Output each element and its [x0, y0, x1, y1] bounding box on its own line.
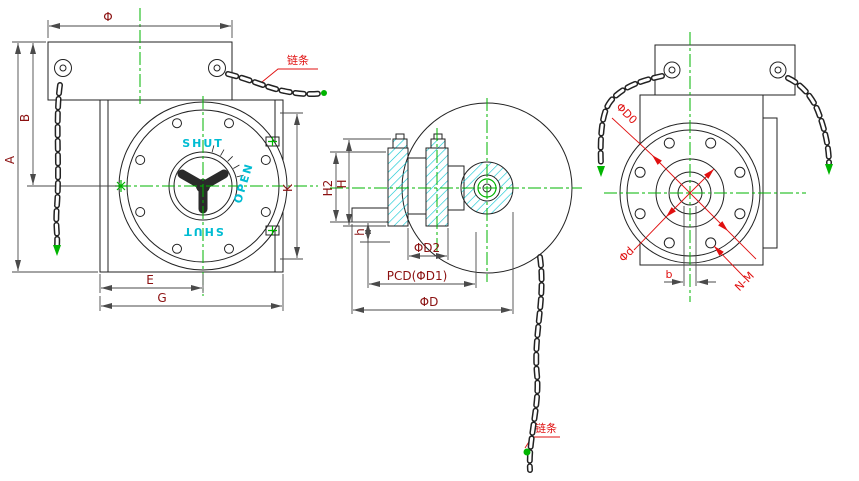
section-cap-left: [392, 138, 408, 149]
dim-e-label: E: [146, 273, 154, 287]
rear-view: ΦD0 Φd b N-M: [604, 32, 806, 302]
front-left-eyelet: [54, 59, 72, 77]
rear-right-eyelet-hole: [774, 66, 782, 74]
section-view: H2 H h ΦD2 PCD(ΦD1) ΦD 链条: [321, 98, 582, 449]
front-view: SHUT OPEN SHUT Φ B A E G K 链条: [3, 8, 318, 311]
dim-b-label: b: [666, 268, 673, 281]
dim-b-label: B: [18, 114, 32, 122]
front-left-eyelet-hole: [59, 64, 67, 72]
section-foot: [351, 207, 389, 223]
chain-section-inner: [528, 255, 544, 472]
section-cap-right: [430, 138, 446, 149]
rear-right-eyelet: [769, 61, 787, 79]
section-chain-label: 链条: [535, 421, 557, 435]
dim-pcd-label: PCD(ΦD1): [387, 269, 448, 283]
dim-h-small-label: h: [353, 228, 367, 236]
front-right-eyelet-hole: [213, 64, 221, 72]
chain-end-mark-front: [53, 245, 61, 256]
rear-left-eyelet: [663, 61, 681, 79]
chain-end-mark-rear-left: [597, 166, 605, 177]
front-right-eyelet: [208, 59, 226, 77]
section-dimensions: H2 H h ΦD2 PCD(ΦD1) ΦD: [321, 138, 514, 314]
dim-d-small-label: Φd: [616, 244, 636, 264]
dim-h2-label: H2: [321, 180, 335, 197]
rear-top-bracket: [654, 44, 796, 96]
dim-g-label: G: [157, 291, 166, 305]
dim-k-label: K: [281, 183, 295, 192]
chain-link-mark-front-right: [321, 90, 327, 96]
dial-shut-top-label: SHUT: [182, 137, 224, 150]
chain-link-mark-section: [523, 448, 531, 456]
dim-h-label: H: [335, 179, 349, 188]
front-chain-leader: [261, 68, 318, 83]
section-bolt-left: [395, 133, 405, 140]
section-bolt-right: [433, 133, 443, 140]
section-cavity: [407, 157, 427, 215]
chain-front-left-inner: [54, 83, 62, 248]
bolt-center-marks: [268, 137, 277, 235]
rear-bolt-holes: [634, 137, 746, 249]
chains: [53, 71, 833, 473]
dim-d2-label: ΦD2: [414, 241, 440, 255]
chain-end-mark-rear-right: [825, 164, 833, 175]
dial-shut-bottom-label: SHUT: [182, 225, 224, 238]
dim-nm-label: N-M: [732, 269, 757, 294]
dim-phi-label: Φ: [103, 10, 112, 24]
indicator-ticks: [211, 145, 244, 178]
section-centerlines: [330, 98, 582, 282]
chain-front-left: [53, 82, 63, 249]
front-dimensions: Φ B A E G K: [3, 10, 303, 311]
section-cover-plate: [387, 147, 409, 227]
chain-rear-left-inner: [599, 74, 664, 167]
chain-front-right-inner: [226, 72, 325, 96]
dim-a-label: A: [3, 155, 17, 164]
rear-side-flange: [762, 117, 778, 249]
front-chain-label: 链条: [287, 53, 309, 67]
dim-d-label: ΦD: [420, 295, 439, 309]
front-bolt-holes: [135, 118, 271, 254]
rear-left-eyelet-hole: [668, 66, 676, 74]
chain-rear-right-inner: [786, 76, 831, 165]
